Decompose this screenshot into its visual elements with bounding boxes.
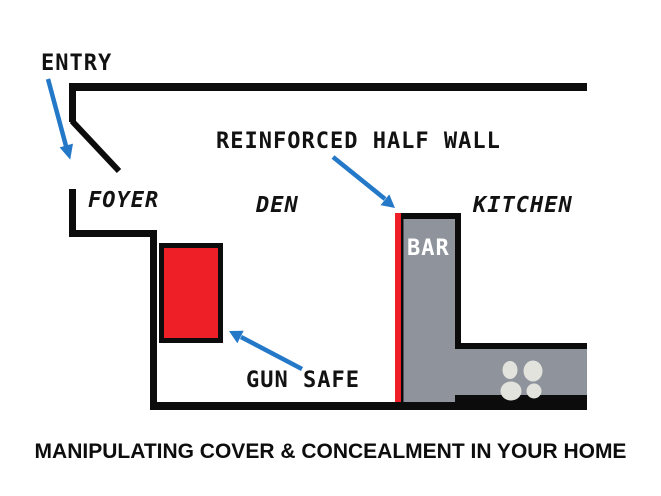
entry-arrow-icon (45, 78, 69, 147)
gun-safe-arrowhead-icon (229, 330, 244, 344)
entry-arrowhead-icon (59, 143, 73, 160)
kitchen-label: KITCHEN (473, 193, 573, 218)
reinforced-half-wall-label: REINFORCED HALF WALL (216, 129, 501, 154)
foyer-left-wall (69, 189, 76, 237)
bar-half-wall (401, 213, 461, 402)
top-wall (70, 83, 587, 91)
reinforced-wall-stripe (395, 213, 401, 402)
half-wall-arrowhead-icon (380, 194, 395, 208)
half-wall-arrow-icon (331, 155, 387, 201)
stove-burner (526, 383, 542, 399)
bar-right-edge (455, 213, 461, 349)
bar-label: BAR (407, 236, 450, 261)
bar-top-edge (401, 213, 461, 219)
left-wall (150, 230, 157, 410)
foyer-bottom-wall (69, 230, 157, 237)
foyer-label: FOYER (88, 188, 160, 213)
stove-burner (523, 360, 543, 382)
den-label: DEN (256, 193, 299, 218)
gun-safe-arrow-icon (239, 335, 304, 371)
entry-door (69, 118, 122, 174)
diagram-caption: MANIPULATING COVER & CONCEALMENT IN YOUR… (34, 440, 627, 463)
gun-safe (164, 248, 218, 338)
bottom-wall (150, 402, 587, 410)
stove-burner (500, 381, 522, 401)
entry-jamb-wall (69, 83, 76, 122)
kitchen-counter-bottom-edge (455, 395, 587, 402)
stove-burner (502, 361, 518, 379)
entry-label: ENTRY (41, 51, 113, 76)
bar-left-edge (401, 213, 404, 402)
kitchen-counter-top-edge (455, 343, 587, 349)
gun-safe-label: GUN SAFE (246, 368, 360, 393)
